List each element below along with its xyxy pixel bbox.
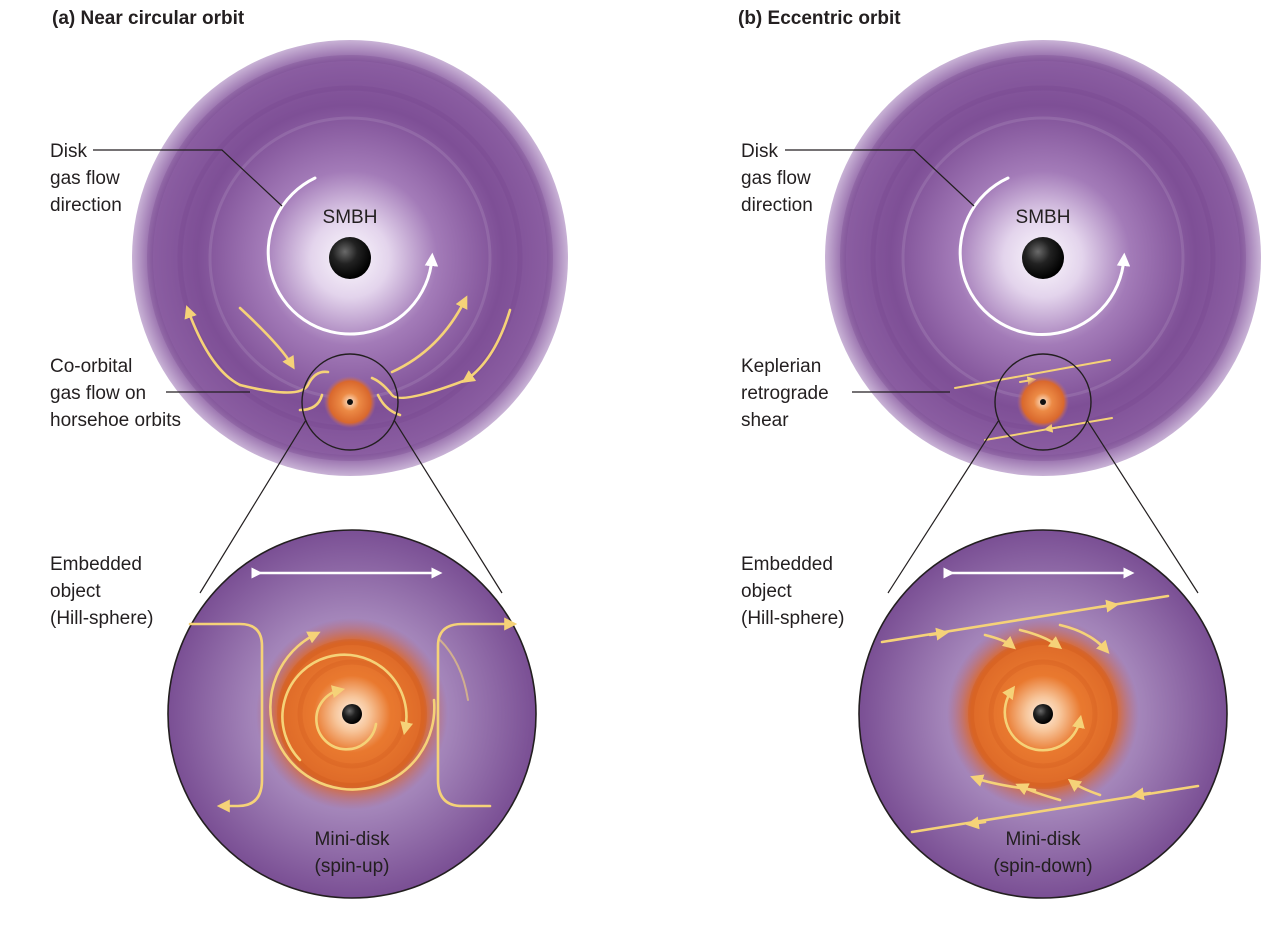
zoom-line-right-b	[1086, 419, 1199, 594]
svg-text:shear: shear	[741, 410, 789, 431]
panel-b: (b) Eccentric orbit SMBH	[738, 8, 1261, 899]
zoom-line-left-a	[199, 419, 307, 594]
zoom-view-a	[167, 529, 537, 899]
smbh-label-b: SMBH	[1016, 207, 1071, 228]
embedded-object-icon-a	[342, 704, 362, 724]
svg-text:(Hill-sphere): (Hill-sphere)	[50, 608, 153, 629]
svg-text:Mini-disk: Mini-disk	[315, 829, 390, 850]
embedded-object-icon-b	[1033, 704, 1053, 724]
svg-text:direction: direction	[50, 195, 122, 216]
disk-label-b: Disk gas flow direction	[741, 141, 813, 216]
smbh-label-a: SMBH	[323, 207, 378, 228]
panel-a: (a) Near circular orbit SMBH	[50, 8, 568, 899]
svg-text:gas flow on: gas flow on	[50, 383, 146, 404]
object-label-b: Embedded object (Hill-sphere)	[741, 554, 844, 629]
panel-b-title: (b) Eccentric orbit	[738, 8, 901, 29]
disk-leader-a	[93, 149, 283, 207]
svg-text:Disk: Disk	[50, 141, 87, 162]
svg-text:(spin-up): (spin-up)	[315, 856, 390, 877]
smbh-icon-a	[329, 237, 371, 279]
smbh-icon-b	[1022, 237, 1064, 279]
minidisk-flow-arrows-a	[188, 617, 518, 813]
svg-text:Embedded: Embedded	[50, 554, 142, 575]
hill-sphere-ring-a	[301, 353, 399, 451]
minidisk-label-b: Mini-disk (spin-down)	[993, 829, 1092, 877]
svg-text:Mini-disk: Mini-disk	[1006, 829, 1081, 850]
disk-leader-b	[785, 149, 975, 207]
svg-text:object: object	[50, 581, 101, 602]
zoom-line-right-a	[393, 419, 503, 594]
svg-text:direction: direction	[741, 195, 813, 216]
disk-flow-arrow-a	[266, 176, 439, 336]
flow-label-b: Keplerian retrograde shear	[741, 356, 829, 431]
minidisk-label-a: Mini-disk (spin-up)	[315, 829, 390, 877]
svg-text:(Hill-sphere): (Hill-sphere)	[741, 608, 844, 629]
svg-text:gas flow: gas flow	[50, 168, 120, 189]
minidisk-flow-arrows-b	[880, 594, 1200, 834]
disk-label-a: Disk gas flow direction	[50, 141, 122, 216]
svg-text:object: object	[741, 581, 792, 602]
hill-sphere-ring-b	[994, 353, 1092, 451]
svg-text:Disk: Disk	[741, 141, 778, 162]
disk-flow-arrow-b	[958, 176, 1131, 336]
svg-text:Co-orbital: Co-orbital	[50, 356, 132, 377]
svg-text:(spin-down): (spin-down)	[993, 856, 1092, 877]
svg-text:Embedded: Embedded	[741, 554, 833, 575]
svg-text:Keplerian: Keplerian	[741, 356, 821, 377]
svg-text:horsehoe orbits: horsehoe orbits	[50, 410, 181, 431]
svg-text:gas flow: gas flow	[741, 168, 811, 189]
zoom-line-left-b	[887, 419, 1000, 594]
svg-text:retrograde: retrograde	[741, 383, 829, 404]
flow-label-a: Co-orbital gas flow on horsehoe orbits	[50, 356, 181, 431]
object-label-a: Embedded object (Hill-sphere)	[50, 554, 153, 629]
panel-a-title: (a) Near circular orbit	[52, 8, 245, 29]
